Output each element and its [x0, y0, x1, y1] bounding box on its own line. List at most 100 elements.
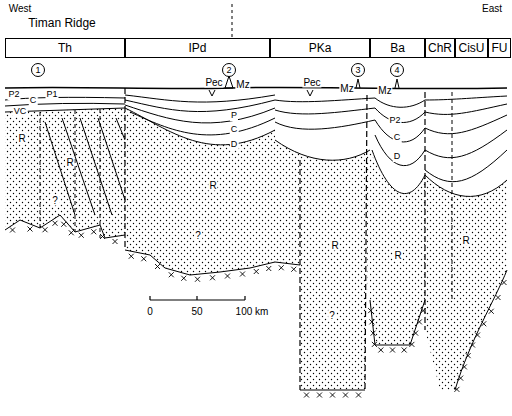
- basement-cross: [317, 393, 322, 398]
- basement-cross: [279, 265, 284, 270]
- stratigraphic-label: R: [17, 133, 26, 144]
- zone-label: Th: [58, 42, 72, 54]
- basement-cross: [496, 295, 501, 300]
- basement-cross: [417, 319, 422, 324]
- stratigraphic-label: R: [461, 235, 470, 246]
- basement-cross: [481, 321, 486, 326]
- stratigraphic-label: P2: [7, 90, 20, 100]
- zone-label: Ba: [390, 42, 405, 54]
- tectonic-zone-box: Ba: [370, 38, 425, 58]
- direction-label: West: [8, 3, 33, 14]
- basement-cross: [100, 234, 105, 239]
- basement-cross: [470, 343, 475, 348]
- basement-cross: [69, 230, 74, 235]
- basement-cross: [141, 256, 146, 261]
- basement-cross: [462, 364, 467, 369]
- basement-cross: [210, 275, 215, 280]
- direction-label: East: [481, 3, 503, 14]
- stratigraphic-label: D: [230, 140, 239, 150]
- basement-cross: [113, 239, 118, 244]
- basement-cross: [390, 348, 395, 353]
- basement-cross: [378, 348, 383, 353]
- basement-cross: [475, 333, 480, 338]
- callout-circle: 1: [31, 63, 45, 77]
- basement-cross: [343, 393, 348, 398]
- basement-cross: [225, 274, 230, 279]
- callout-number: 4: [394, 66, 399, 75]
- basement-cross: [372, 342, 377, 347]
- zone-label: FU: [492, 42, 508, 54]
- callout-number: 1: [35, 66, 40, 75]
- stratigraphic-label: C: [230, 125, 239, 135]
- basement-cross: [454, 387, 459, 392]
- basement-cross: [181, 276, 186, 281]
- stratigraphic-label: ?: [328, 310, 336, 321]
- stratigraphic-label: ?: [51, 195, 59, 206]
- stratigraphic-label: P: [230, 111, 238, 121]
- stratigraphic-label: R: [330, 240, 339, 251]
- basement-cross: [79, 233, 84, 238]
- stratigraphic-label: VC: [13, 107, 28, 117]
- basement-cross: [195, 277, 200, 282]
- basement-cross: [169, 272, 174, 277]
- basement-cross: [304, 393, 309, 398]
- basement-cross: [421, 308, 426, 313]
- stratigraphic-label: C: [29, 96, 38, 106]
- tectonic-zone-box: PKa: [270, 38, 370, 58]
- basement-cross: [240, 272, 245, 277]
- basement-cross: [43, 227, 48, 232]
- basement-cross: [330, 393, 335, 398]
- basement-cross: [489, 309, 494, 314]
- tectonic-zone-box: Th: [5, 38, 125, 58]
- basement-cross: [155, 264, 160, 269]
- tectonic-zone-box: FU: [488, 38, 511, 58]
- stratigraphic-label: Mz: [339, 83, 354, 94]
- region-name: Timan Ridge: [27, 17, 97, 30]
- stratigraphic-label: R: [65, 157, 74, 168]
- locality-label: Pec: [302, 77, 321, 88]
- stratigraphic-label: ?: [194, 230, 202, 241]
- basement-cross: [266, 266, 271, 271]
- stratigraphic-label: R: [208, 180, 217, 191]
- callout-number: 3: [355, 66, 360, 75]
- basement-cross: [10, 228, 15, 233]
- scale-label: 100 km: [235, 306, 270, 317]
- basement-cross: [413, 331, 418, 336]
- basement-cross: [402, 348, 407, 353]
- scale-label: 0: [146, 306, 154, 317]
- callout-circle: 4: [390, 63, 404, 77]
- stratigraphic-label: D: [393, 152, 402, 162]
- stratigraphic-label: C: [393, 133, 402, 143]
- basement-cross: [369, 319, 374, 324]
- basement-cross: [53, 221, 58, 226]
- stratigraphic-label: Mz: [235, 79, 250, 90]
- basement-cross: [356, 393, 361, 398]
- basement-cross: [409, 342, 414, 347]
- stratigraphic-label: R: [393, 250, 402, 261]
- basement-cross: [371, 331, 376, 336]
- callout-circle: 2: [222, 63, 236, 77]
- zone-label: ChR: [428, 42, 452, 54]
- basement-cross: [368, 308, 373, 313]
- tectonic-zone-box: IPd: [125, 38, 270, 58]
- stratigraphic-label: Mz: [377, 85, 392, 96]
- basement-cross: [502, 280, 507, 285]
- basement-cross: [129, 254, 134, 259]
- basement-cross: [254, 269, 259, 274]
- locality-label: Pec: [204, 77, 223, 88]
- basement-cross: [466, 353, 471, 358]
- basement-cross: [91, 229, 96, 234]
- basement-cross: [291, 267, 296, 272]
- basement-cross: [28, 227, 33, 232]
- tectonic-zone-box: ChR: [425, 38, 455, 58]
- zone-label: IPd: [188, 42, 206, 54]
- basement-cross: [61, 222, 66, 227]
- stratigraphic-label: P1: [45, 90, 58, 100]
- basement-cross: [458, 376, 463, 381]
- scale-label: 50: [190, 306, 203, 317]
- zone-label: PKa: [309, 42, 332, 54]
- stratigraphic-label: P2: [388, 116, 401, 126]
- callout-number: 2: [226, 66, 231, 75]
- zone-label: CisU: [459, 42, 485, 54]
